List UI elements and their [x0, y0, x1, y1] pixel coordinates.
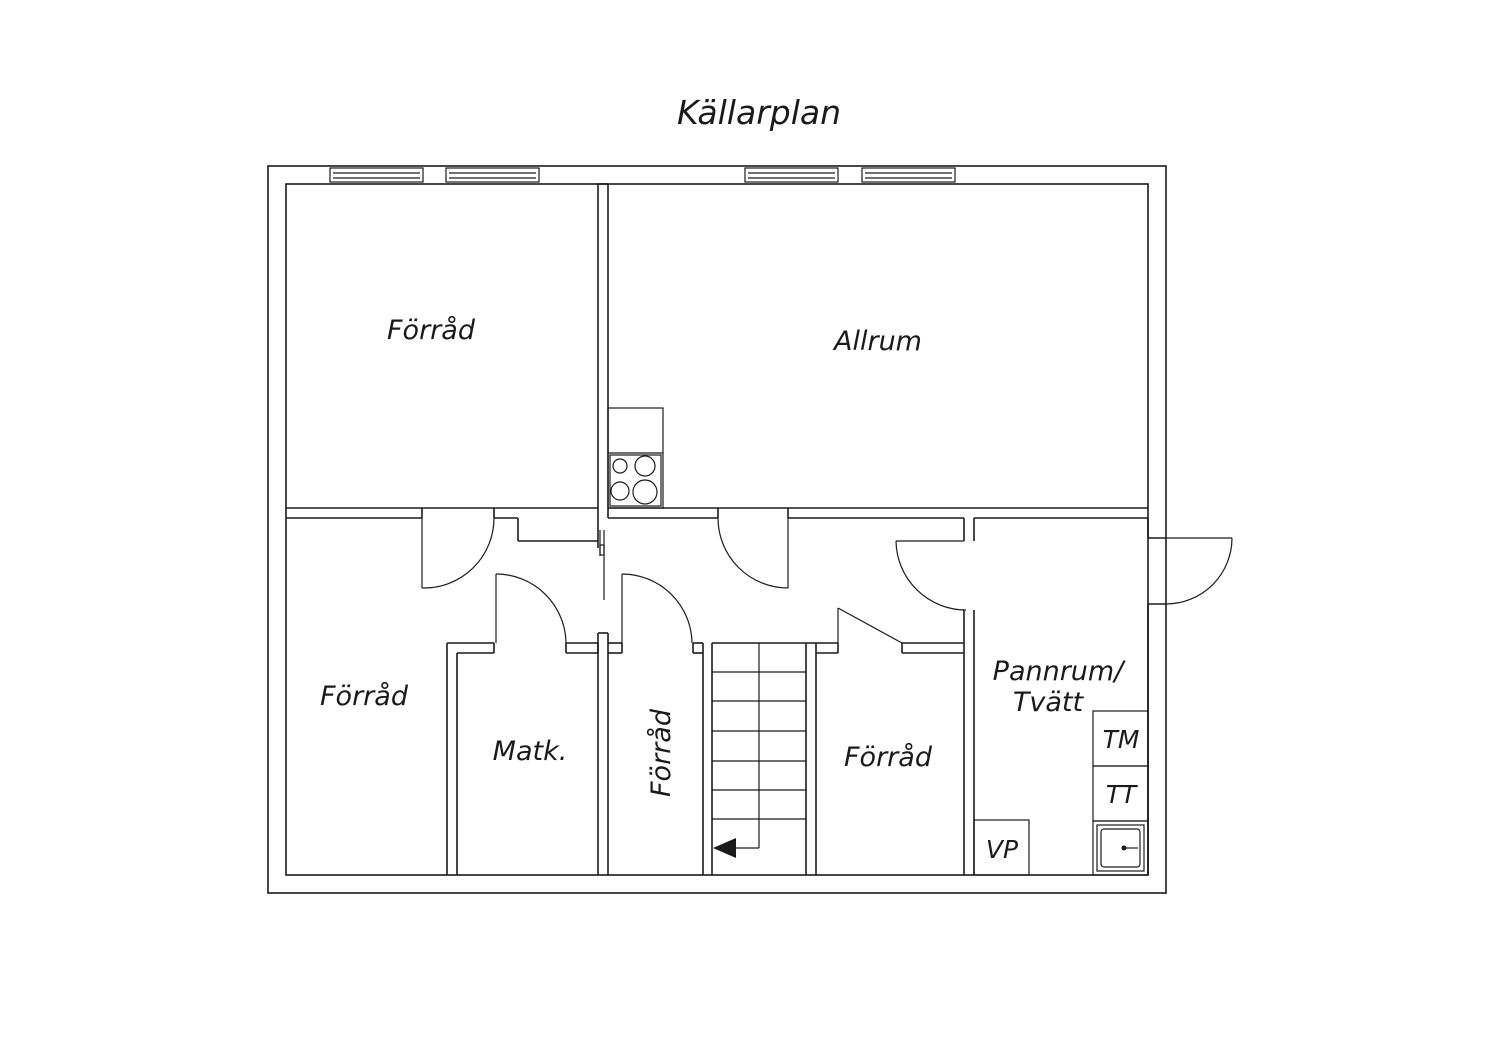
sink: [1092, 820, 1149, 876]
door-allrum: [717, 517, 789, 589]
window-3: [744, 167, 839, 183]
heat-pump: [973, 819, 1030, 876]
room-label-matk: Matk.: [493, 736, 568, 767]
door-matk: [495, 573, 567, 644]
doors: [421, 517, 1233, 644]
door-forrad-vertical: [621, 573, 693, 644]
room-label-forrad-left: Förråd: [320, 681, 409, 712]
room-label-pannrum: Pannrum/: [993, 656, 1127, 687]
stair-arrow-icon: [713, 838, 736, 858]
kitchenette: [607, 407, 664, 509]
fixtures: [973, 710, 1149, 876]
windows: [329, 167, 956, 183]
door-forrad-left: [421, 517, 495, 589]
stairs: [712, 643, 806, 858]
fixture-label-tt: TT: [1106, 780, 1138, 809]
plan-title: Källarplan: [677, 93, 841, 132]
stove-icon: [609, 454, 662, 507]
window-4: [861, 167, 956, 183]
fixture-label-vp: VP: [986, 835, 1019, 864]
room-label-forrad-top-left: Förråd: [387, 315, 476, 346]
door-exterior: [1165, 537, 1233, 605]
window-2: [445, 167, 540, 183]
window-1: [329, 167, 424, 183]
room-label-forrad-right: Förråd: [844, 742, 933, 773]
room-label-allrum: Allrum: [832, 326, 922, 357]
outer-wall: [267, 165, 1167, 894]
room-label-tvatt: Tvätt: [1013, 687, 1085, 718]
room-label-forrad-vertical: Förråd: [646, 708, 677, 797]
door-pannrum: [895, 540, 967, 611]
drain-icon: [1121, 845, 1127, 851]
interior-walls: [286, 183, 1166, 875]
door-forrad-right: [837, 607, 903, 644]
fixture-label-tm: TM: [1103, 725, 1140, 754]
